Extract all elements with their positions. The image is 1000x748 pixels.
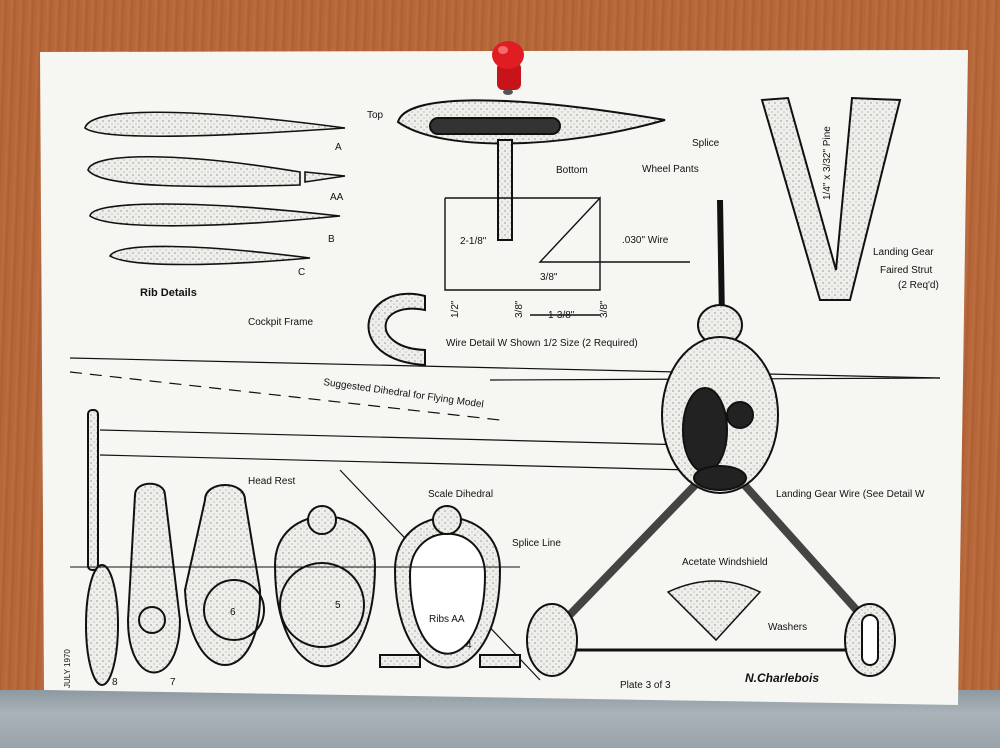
head-rest-label: Head Rest: [248, 476, 295, 487]
pine-label: 1/4" x 3/32" Pine: [822, 126, 833, 200]
wheel-pant-drawing: [396, 99, 666, 241]
former-6-label: 6: [230, 607, 236, 618]
landing-gear-strut-drawing: [760, 96, 902, 301]
landing-gear-wire-label: Landing Gear Wire (See Detail W: [776, 489, 925, 500]
rib-airfoils: [84, 111, 346, 266]
acetate-windshield-label: Acetate Windshield: [682, 557, 768, 568]
cockpit-frame-drawing: [367, 293, 426, 367]
rib-aa-label: AA: [330, 192, 344, 203]
acetate-windshield-drawing: [666, 580, 762, 642]
wheel-pants-label: Wheel Pants: [642, 164, 699, 175]
wire-030-label: .030" Wire: [622, 235, 669, 246]
rib-b-label: B: [328, 234, 335, 245]
washers-label: Washers: [768, 622, 807, 633]
date-stamp: JULY 1970: [63, 649, 72, 688]
rib-c-label: C: [298, 267, 305, 278]
wire-detail-label: Wire Detail W Shown 1/2 Size (2 Required…: [446, 338, 638, 349]
dim-1-2-label: 1/2": [450, 300, 461, 318]
spinner-drawing: [85, 409, 119, 686]
former-5-label: 5: [335, 600, 341, 611]
dim-3-8-vert-right-label: 3/8": [599, 300, 610, 318]
rib-a-label: A: [335, 142, 342, 153]
dim-3-8-vert-label: 3/8": [514, 300, 525, 318]
dim-2-1-8-label: 2-1/8": [460, 236, 487, 247]
former-8-label: 8: [112, 677, 118, 688]
splice-label: Splice: [692, 138, 720, 149]
splice-line-label: Splice Line: [512, 538, 561, 549]
top-label: Top: [367, 110, 384, 121]
dim-1-3-8-label: 1-3/8": [548, 310, 575, 321]
front-view-drawing: [526, 199, 896, 677]
author-label: N.Charlebois: [745, 671, 819, 685]
ribs-aa-label: Ribs AA: [429, 614, 465, 625]
cockpit-frame-label: Cockpit Frame: [248, 317, 313, 328]
fuselage-formers: [126, 482, 521, 674]
wire-detail-drawing: [444, 196, 690, 316]
pushpin-icon: [492, 41, 524, 95]
bottom-label: Bottom: [556, 165, 588, 176]
dim-3-8-label: 3/8": [540, 272, 558, 283]
plate-label: Plate 3 of 3: [620, 680, 671, 691]
scale-dihedral-label: Scale Dihedral: [428, 489, 493, 500]
former-4-label: 4: [466, 640, 472, 651]
rib-details-label: Rib Details: [140, 287, 197, 299]
faired-strut-label: Faired Strut: [880, 265, 932, 276]
former-7-label: 7: [170, 677, 176, 688]
landing-gear-label: Landing Gear: [873, 247, 934, 258]
req-label: (2 Req'd): [898, 280, 939, 291]
